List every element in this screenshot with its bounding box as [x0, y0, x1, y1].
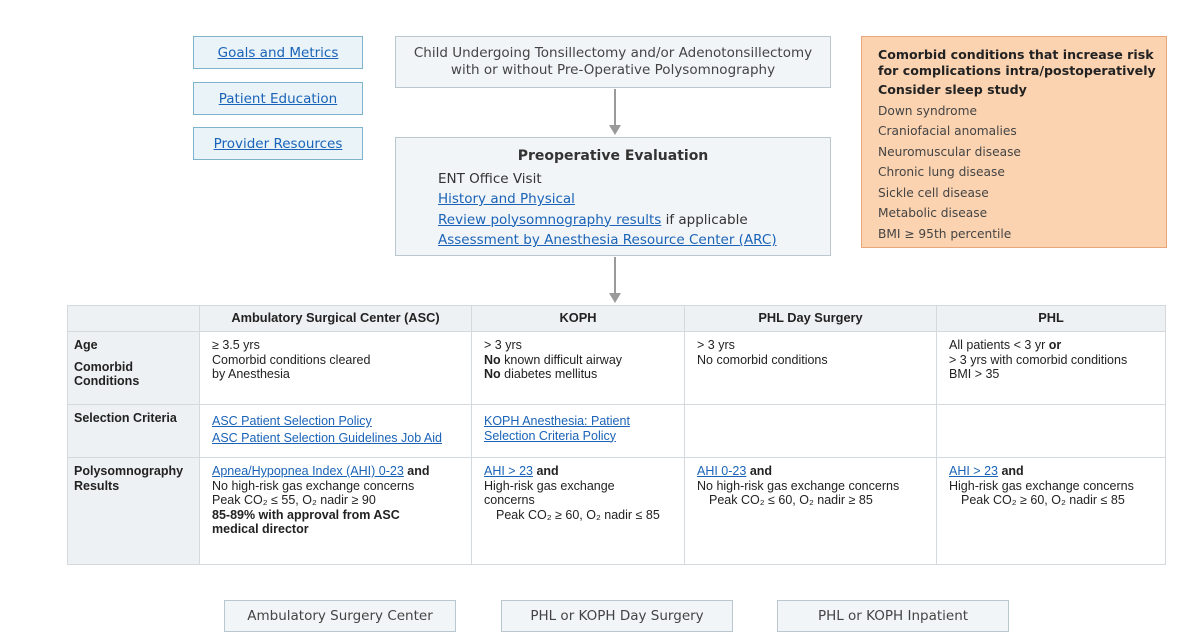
asc-psg-approval: 85-89% with approval from ASC [212, 507, 400, 522]
table-row: Selection Criteria ASC Patient Selection… [67, 404, 1166, 458]
arrow-down-icon [609, 293, 621, 303]
comorbid-item: Craniofacial anomalies [878, 124, 1017, 138]
asc-psg-approval: medical director [212, 522, 309, 536]
and-label: and [403, 464, 430, 478]
table-row: Age Comorbid Conditions ≥ 3.5 yrs Comorb… [67, 331, 1166, 405]
connector-line [614, 257, 616, 294]
koph-age-cell: > 3 yrs No known difficult airway No dia… [471, 331, 685, 405]
asc-psg-text: No high-risk gas exchange concerns [212, 478, 415, 493]
start-node: Child Undergoing Tonsillectomy and/or Ad… [395, 36, 831, 88]
phl-day-age: > 3 yrs [697, 338, 735, 352]
comorbid-item: Metabolic disease [878, 206, 988, 220]
phl-day-psg-text: No high-risk gas exchange concerns [697, 478, 900, 493]
review-suffix: if applicable [661, 211, 748, 228]
asc-selection-job-aid-link[interactable]: ASC Patient Selection Guidelines Job Aid [212, 430, 442, 445]
asc-selection-policy-link[interactable]: ASC Patient Selection Policy [212, 414, 372, 428]
start-node-line2: with or without Pre-Operative Polysomnog… [450, 62, 776, 78]
provider-resources-button[interactable]: Provider Resources [193, 127, 363, 160]
asc-condition: Comorbid conditions cleared [212, 352, 371, 367]
outcome-day-surgery-button[interactable]: PHL or KOPH Day Surgery [501, 600, 733, 632]
asc-psg-cell: Apnea/Hypopnea Index (AHI) 0-23 and No h… [199, 457, 472, 565]
site-criteria-table: Ambulatory Surgical Center (ASC) KOPH PH… [67, 305, 1166, 565]
outcome-ambulatory-surgery-center-button[interactable]: Ambulatory Surgery Center [224, 600, 456, 632]
goals-and-metrics-button[interactable]: Goals and Metrics [193, 36, 363, 69]
label-polysomnography: Polysomnography [74, 464, 184, 478]
review-polysomnography-link[interactable]: Review polysomnography results [438, 211, 662, 228]
arrow-down-icon [609, 125, 621, 135]
koph-psg-text: Peak CO₂ ≥ 60, O₂ nadir ≤ 85 [496, 507, 660, 522]
column-header-blank [67, 305, 200, 332]
phl-or: or [1048, 338, 1062, 352]
phl-day-age-cell: > 3 yrs No comorbid conditions [684, 331, 937, 405]
and-label: and [746, 464, 773, 478]
comorbid-conditions-panel: Comorbid conditions that increase risk f… [861, 36, 1167, 248]
comorbid-heading-2: for complications intra/postoperatively [878, 63, 1156, 78]
phl-ahi-link[interactable]: AHI > 23 [949, 464, 998, 478]
table-row: Polysomnography Results Apnea/Hypopnea I… [67, 457, 1166, 565]
arc-assessment-link[interactable]: Assessment by Anesthesia Resource Center… [438, 232, 777, 248]
asc-condition: by Anesthesia [212, 367, 290, 381]
start-node-line1: Child Undergoing Tonsillectomy and/or Ad… [413, 45, 813, 61]
preop-title: Preoperative Evaluation [517, 148, 709, 164]
asc-selection-cell: ASC Patient Selection Policy ASC Patient… [199, 404, 472, 458]
phl-bmi: BMI > 35 [949, 367, 1000, 381]
comorbid-item: Chronic lung disease [878, 165, 1005, 179]
phl-day-ahi-link[interactable]: AHI 0-23 [697, 464, 747, 478]
asc-age: ≥ 3.5 yrs [212, 338, 260, 352]
column-header-koph: KOPH [471, 305, 685, 332]
label-comorbid-conditions: Comorbid Conditions [74, 359, 140, 389]
comorbid-subheading: Consider sleep study [878, 82, 1027, 97]
phl-condition: > 3 yrs with comorbid conditions [949, 352, 1128, 367]
outcome-inpatient-button[interactable]: PHL or KOPH Inpatient [777, 600, 1009, 632]
asc-age-cell: ≥ 3.5 yrs Comorbid conditions cleared by… [199, 331, 472, 405]
comorbid-item: Sickle cell disease [878, 185, 989, 200]
row-label-age: Age Comorbid Conditions [67, 331, 200, 405]
and-label: and [998, 464, 1024, 478]
label-age: Age [74, 338, 98, 352]
koph-age: > 3 yrs [484, 338, 522, 352]
koph-selection-policy-link-line1: KOPH Anesthesia: Patient [484, 414, 630, 428]
phl-day-psg-text: Peak CO₂ ≤ 60, O₂ nadir ≥ 85 [709, 493, 873, 507]
phl-psg-text: High-risk gas exchange concerns [949, 478, 1134, 493]
asc-psg-text: Peak CO₂ ≤ 55, O₂ nadir ≥ 90 [212, 493, 376, 507]
and-label: and [533, 464, 559, 478]
koph-psg-cell: AHI > 23 and High-risk gas exchange conc… [471, 457, 685, 565]
phl-age-cell: All patients < 3 yr or > 3 yrs with como… [936, 331, 1166, 405]
phl-day-selection-cell [684, 404, 937, 458]
phl-selection-cell [936, 404, 1166, 458]
comorbid-item: Down syndrome [878, 103, 977, 118]
koph-condition: known difficult airway [500, 352, 623, 367]
koph-no: No [484, 367, 501, 381]
table-header-row: Ambulatory Surgical Center (ASC) KOPH PH… [67, 305, 1166, 332]
comorbid-item: Neuromuscular disease [878, 144, 1021, 159]
phl-day-condition: No comorbid conditions [697, 352, 828, 367]
column-header-phl-day-surgery: PHL Day Surgery [684, 305, 937, 332]
row-label-polysomnography: Polysomnography Results [67, 457, 200, 565]
ent-office-visit: ENT Office Visit [438, 170, 542, 187]
preoperative-evaluation-node: Preoperative Evaluation ENT Office Visit… [395, 137, 831, 256]
label-results: Results [74, 478, 120, 493]
patient-education-button[interactable]: Patient Education [193, 82, 363, 115]
connector-line [614, 89, 616, 126]
column-header-asc: Ambulatory Surgical Center (ASC) [199, 305, 472, 332]
phl-psg-cell: AHI > 23 and High-risk gas exchange conc… [936, 457, 1166, 565]
koph-no: No [484, 352, 501, 367]
koph-ahi-link[interactable]: AHI > 23 [484, 464, 533, 478]
row-label-selection-criteria: Selection Criteria [67, 404, 200, 458]
comorbid-item: BMI ≥ 95th percentile [878, 226, 1012, 241]
comorbid-heading-1: Comorbid conditions that increase risk [878, 47, 1154, 62]
phl-day-psg-cell: AHI 0-23 and No high-risk gas exchange c… [684, 457, 937, 565]
koph-condition: diabetes mellitus [500, 367, 598, 381]
phl-age: All patients < 3 yr [949, 338, 1049, 352]
history-and-physical-link[interactable]: History and Physical [438, 191, 575, 207]
koph-selection-policy-link-line2: Selection Criteria Policy [484, 428, 616, 443]
phl-psg-text: Peak CO₂ ≥ 60, O₂ nadir ≤ 85 [961, 493, 1125, 507]
column-header-phl: PHL [936, 305, 1166, 332]
asc-ahi-link[interactable]: Apnea/Hypopnea Index (AHI) 0-23 [212, 464, 404, 478]
koph-psg-text: High-risk gas exchange [484, 478, 615, 493]
koph-psg-text: concerns [484, 493, 535, 507]
